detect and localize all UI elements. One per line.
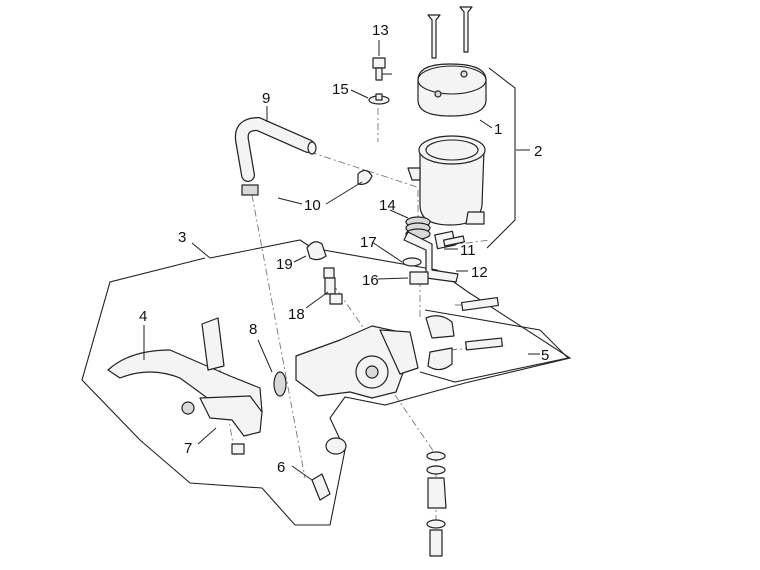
pivot-pin-4-part (201, 317, 225, 371)
callout-8: 8 (249, 321, 257, 338)
hose-clip-10a-part (241, 184, 259, 196)
master-cylinder-body-part (295, 325, 419, 399)
callout-10: 10 (304, 197, 321, 214)
bleeder-18-part (323, 267, 343, 305)
hose-part (234, 116, 317, 182)
callout-1: 1 (494, 121, 502, 138)
callout-17: 17 (360, 234, 377, 251)
long-screws-top (427, 6, 473, 59)
hose-clip-10b-part (357, 169, 373, 185)
callout-14: 14 (379, 197, 396, 214)
callout-7: 7 (184, 440, 192, 457)
callout-3: 3 (178, 229, 186, 246)
callout-11: 11 (460, 242, 476, 259)
group-outline-bracket-5 (419, 309, 570, 383)
callout-2: 2 (534, 143, 542, 160)
callout-12: 12 (471, 264, 488, 281)
lever-holder-7-part (181, 395, 263, 455)
washer-17-part (402, 257, 422, 267)
reservoir-cap-part (417, 63, 487, 117)
washer-15-part (368, 93, 390, 105)
brake-switch-6-part (311, 437, 347, 501)
callout-18: 18 (288, 306, 305, 323)
callout-4: 4 (139, 308, 147, 325)
callout-labels: 1 2 3 4 5 6 7 8 9 10 11 12 13 14 15 16 1… (139, 22, 549, 476)
callout-16: 16 (362, 272, 379, 289)
callout-6: 6 (277, 459, 285, 476)
clamp-halves-5-part (425, 296, 503, 371)
cap-19-part (306, 241, 327, 261)
callout-leader-lines (143, 73, 540, 481)
bolt-11-part (434, 230, 466, 250)
banjo-fitting-part (426, 451, 447, 557)
screw-13-part (372, 57, 386, 81)
callout-5: 5 (541, 347, 549, 364)
callout-13: 13 (372, 22, 389, 39)
bushing-8-part (273, 371, 287, 397)
group-outline-assembly-3 (81, 239, 572, 526)
reservoir-body-part (407, 135, 486, 226)
nut-16-part (409, 271, 429, 285)
callout-15: 15 (332, 81, 349, 98)
group-bracket-2 (486, 67, 516, 249)
callout-19: 19 (276, 256, 293, 273)
callout-9: 9 (262, 90, 270, 107)
bracket-12-part (403, 231, 459, 283)
